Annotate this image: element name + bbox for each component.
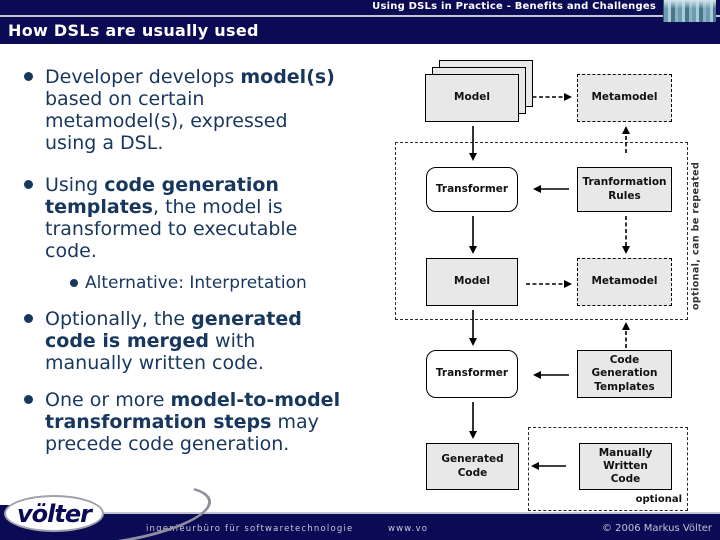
bullet-item-4: One or more model-to-model transformatio… xyxy=(20,389,388,455)
bullet-line: precede code generation. xyxy=(45,433,290,455)
footer-divider xyxy=(0,512,720,514)
arrow-transformer2-to-generatedcode xyxy=(469,402,477,439)
optional-merge-region-border xyxy=(528,427,688,511)
sub-bullet-item: Alternative: Interpretation xyxy=(20,271,388,295)
bullet-line: code is merged with xyxy=(45,330,256,352)
optional-region-label: optional xyxy=(635,494,682,505)
skyline-photo xyxy=(663,0,716,22)
box-transformer-2: Transformer xyxy=(426,350,518,398)
bullet-line: templates, the model is xyxy=(45,196,283,218)
bullet-dot xyxy=(24,395,33,404)
bullet-dot xyxy=(24,72,33,81)
bullet-dot xyxy=(24,314,33,323)
box-metamodel-top: Metamodel xyxy=(577,74,672,122)
bullet-list: Developer develops model(s) based on cer… xyxy=(20,66,388,455)
bullet-line: Developer develops model(s) xyxy=(45,66,335,88)
footer-url: www.vo xyxy=(388,524,429,534)
box-code-generation-templates: Code Generation Templates xyxy=(577,350,672,398)
bullet-line: One or more model-to-model xyxy=(45,389,341,411)
arrow-templates-to-region xyxy=(622,322,630,348)
bullet-item-2: Using code generation templates, the mod… xyxy=(20,174,388,262)
repeatable-region-border xyxy=(395,142,688,320)
arrow-templates-to-transformer2 xyxy=(533,371,569,379)
box-metamodel-2: Metamodel xyxy=(577,258,672,306)
bullet-line: based on certain xyxy=(45,88,205,110)
bullet-line: transformed to executable xyxy=(45,218,298,240)
box-manually-written-code: Manually Written Code xyxy=(579,443,672,490)
logo-text: völter xyxy=(17,499,92,528)
box-model-2: Model xyxy=(426,258,518,306)
bullet-line: manually written code. xyxy=(45,352,264,374)
header-divider xyxy=(0,15,720,17)
bullet-line: using a DSL. xyxy=(45,132,164,154)
bullet-line: code. xyxy=(45,240,97,262)
bullet-line: metamodel(s), expressed xyxy=(45,110,288,132)
presentation-title: Using DSLs in Practice - Benefits and Ch… xyxy=(372,1,656,12)
bullet-dot xyxy=(24,180,33,189)
bullet-item-3: Optionally, the generated code is merged… xyxy=(20,308,388,374)
footer-bar xyxy=(0,514,720,540)
footer-copyright: © 2006 Markus Völter xyxy=(601,523,712,534)
bullet-line: Using code generation xyxy=(45,174,279,196)
box-generated-code: Generated Code xyxy=(426,443,519,490)
bullet-dot xyxy=(70,279,78,287)
bullet-line: transformation steps may xyxy=(45,411,319,433)
box-transformer-1: Transformer xyxy=(426,167,518,212)
bullet-item-1: Developer develops model(s) based on cer… xyxy=(20,66,388,154)
bullet-line: Optionally, the generated xyxy=(45,308,302,330)
repeatable-region-label: optional, can be repeated xyxy=(690,161,702,311)
header-bar: Using DSLs in Practice - Benefits and Ch… xyxy=(0,0,720,44)
sub-bullet-text: Alternative: Interpretation xyxy=(85,273,307,293)
logo-ellipse: völter xyxy=(4,495,104,532)
slide-title: How DSLs are usually used xyxy=(8,21,259,40)
box-transformation-rules: Tranformation Rules xyxy=(577,167,672,212)
footer-tagline: ingenieurbüro für softwaretechnologie xyxy=(146,524,354,534)
box-model-stack: Model xyxy=(425,74,519,122)
voelter-logo: völter xyxy=(0,471,225,540)
